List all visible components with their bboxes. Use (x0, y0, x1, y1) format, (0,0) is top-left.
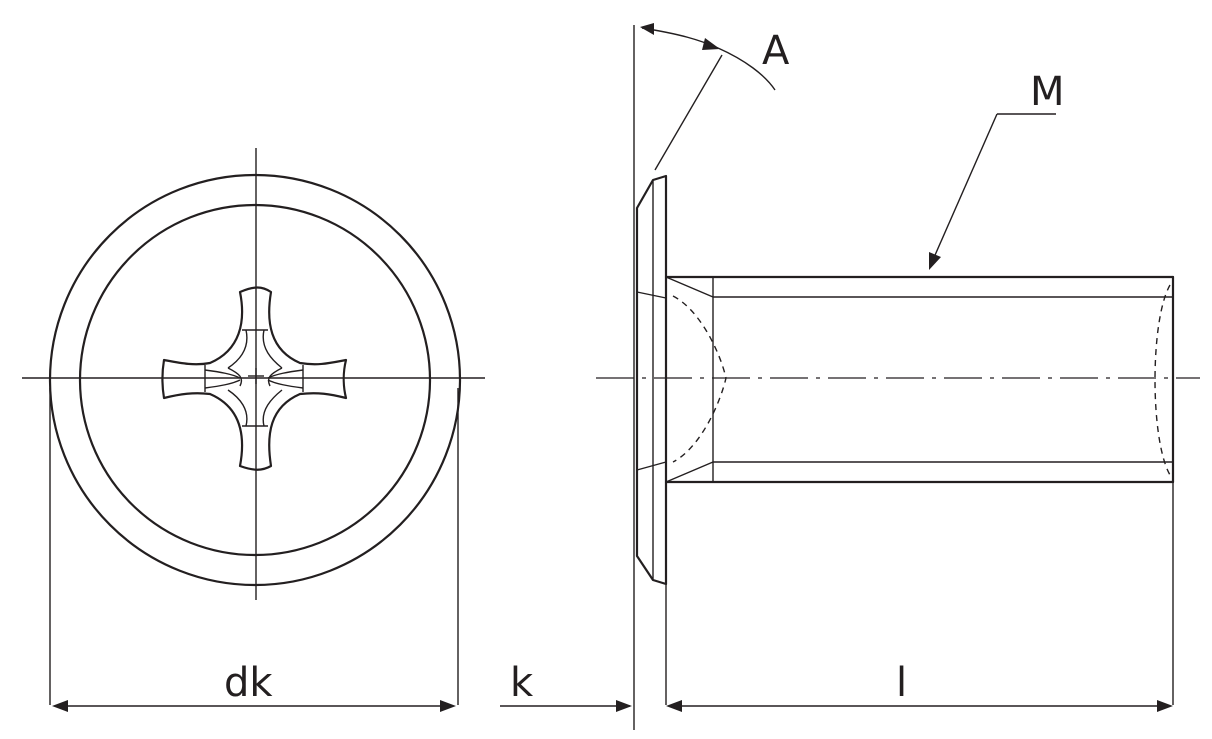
l-label: l (896, 660, 907, 706)
k-label: k (510, 660, 534, 706)
head-outer-circle (48, 173, 462, 587)
thread-label: M (1030, 69, 1065, 115)
screw-head-profile (635, 174, 668, 586)
angle-leader (717, 47, 776, 91)
angle-label: A (762, 28, 790, 74)
head-top-view (22, 148, 485, 705)
head-inner-circle (78, 203, 432, 557)
screw-side-view (596, 25, 1200, 730)
hidden-recess-profile (672, 295, 727, 463)
screw-shank (636, 275, 1175, 484)
dk-label: dk (224, 660, 273, 706)
phillips-recess-icon (161, 286, 348, 471)
annotations: A M dk k l (52, 23, 1173, 712)
thread-leader (931, 113, 998, 263)
